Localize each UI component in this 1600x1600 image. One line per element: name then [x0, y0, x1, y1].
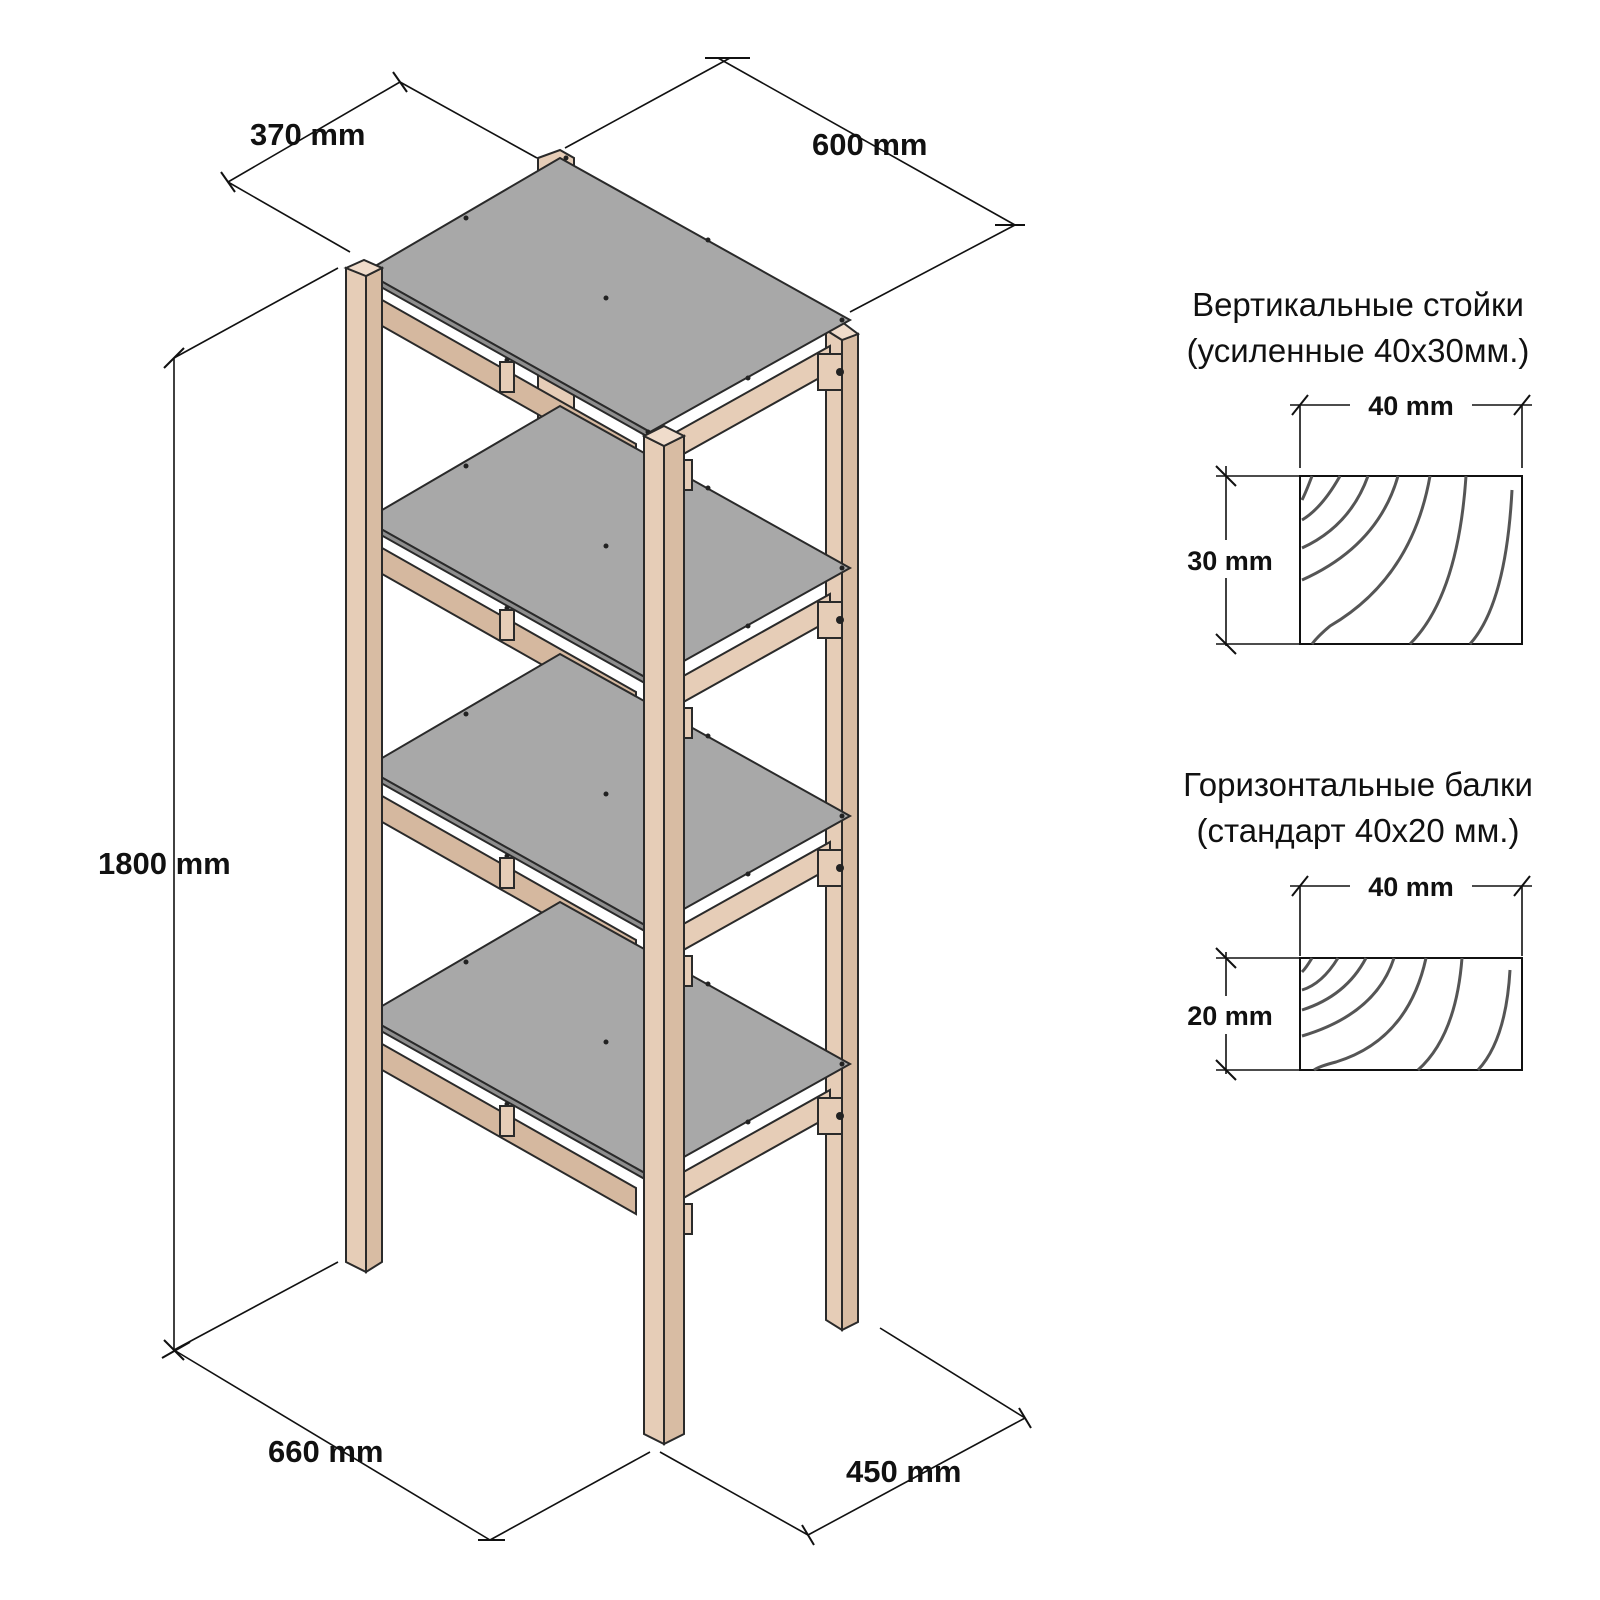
back-right-post	[823, 320, 861, 1332]
post-wood-grain	[1300, 475, 1514, 646]
beam-width-label: 40 mm	[1368, 872, 1454, 902]
dim-600: 600 mm	[812, 127, 927, 162]
dimension-labels: 370 mm 600 mm 1800 mm 660 mm 450 mm	[98, 117, 961, 1489]
beam-wood-grain	[1300, 957, 1512, 1072]
dim-450: 450 mm	[846, 1454, 961, 1489]
beam-height-label: 20 mm	[1187, 1001, 1273, 1031]
front-right-post	[641, 424, 687, 1446]
dim-660: 660 mm	[268, 1434, 383, 1469]
beams-title: Горизонтальные балки	[1183, 766, 1533, 803]
shelf-4	[362, 900, 853, 1216]
posts-title: Вертикальные стойки	[1192, 286, 1524, 323]
posts-section: Вертикальные стойки (усиленные 40х30мм.)…	[1178, 286, 1532, 655]
dimension-lines	[161, 57, 1032, 1546]
shelf-2	[362, 404, 853, 720]
beam-cross-section	[1299, 957, 1523, 1071]
shelf-3	[362, 652, 853, 968]
shelf-1	[362, 155, 853, 472]
posts-subtitle: (усиленные 40х30мм.)	[1187, 332, 1530, 369]
post-height-label: 30 mm	[1187, 546, 1273, 576]
beams-subtitle: (стандарт 40х20 мм.)	[1197, 812, 1520, 849]
dim-370: 370 mm	[250, 117, 365, 152]
dim-1800: 1800 mm	[98, 846, 231, 881]
beams-section: Горизонтальные балки (стандарт 40х20 мм.…	[1178, 766, 1533, 1081]
post-width-label: 40 mm	[1368, 391, 1454, 421]
shelving-unit	[343, 148, 861, 1446]
front-left-post	[343, 258, 385, 1274]
post-cross-section	[1299, 475, 1523, 645]
